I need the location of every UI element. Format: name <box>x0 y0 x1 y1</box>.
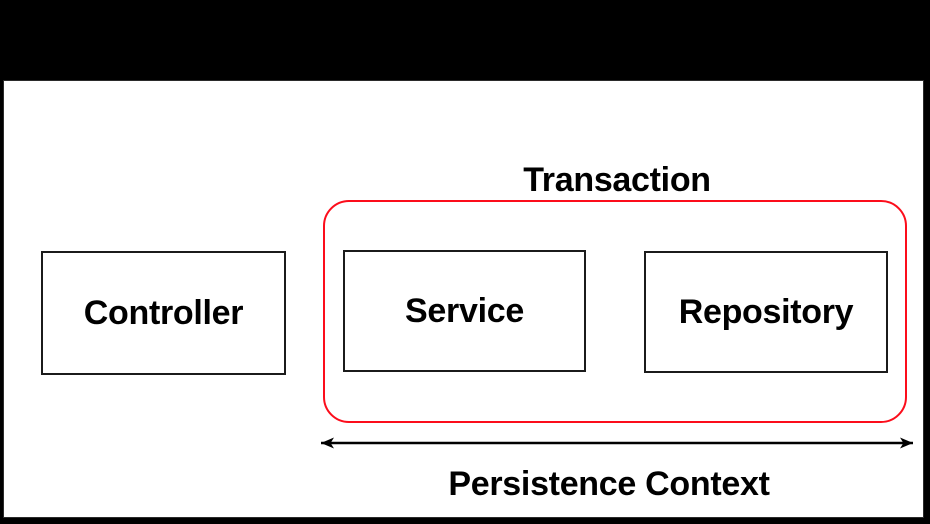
top-letterbox-bar <box>0 0 930 80</box>
node-repository[interactable]: Repository <box>644 251 888 373</box>
node-controller[interactable]: Controller <box>41 251 286 375</box>
diagram-canvas: Transaction Controller Service Repositor… <box>3 80 924 518</box>
persistence-context-arrow <box>321 437 913 449</box>
node-service[interactable]: Service <box>343 250 586 372</box>
transaction-boundary-label: Transaction <box>523 161 711 199</box>
transaction-boundary <box>323 200 907 423</box>
node-controller-label: Controller <box>83 294 244 332</box>
persistence-context-label: Persistence Context <box>448 465 770 503</box>
node-repository-label: Repository <box>678 293 854 331</box>
node-service-label: Service <box>405 292 524 330</box>
